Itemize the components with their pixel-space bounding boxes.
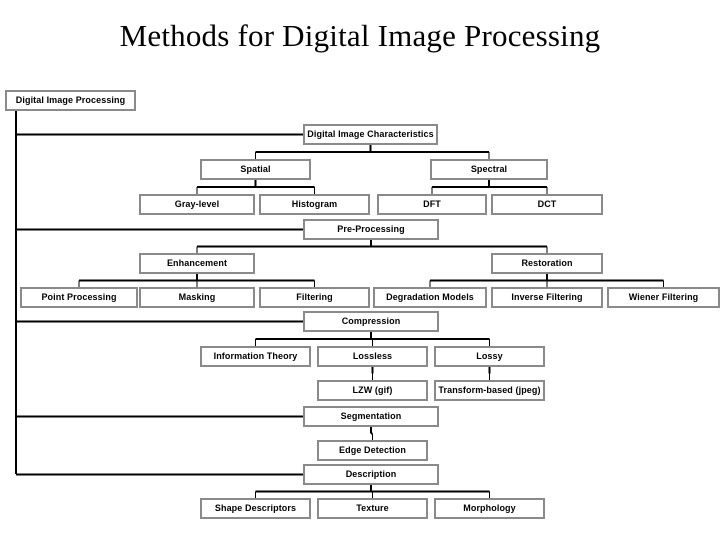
tree-node-label: Shape Descriptors <box>214 503 297 513</box>
tree-node-label: Enhancement <box>166 258 228 268</box>
tree-node-label: Segmentation <box>340 411 402 421</box>
tree-node-dct: DCT <box>491 194 603 215</box>
tree-node-label: Spatial <box>240 164 271 174</box>
tree-node-label: DFT <box>423 199 441 209</box>
tree-node-infotheory: Information Theory <box>200 346 311 367</box>
tree-node-dft: DFT <box>377 194 487 215</box>
tree-node-label: Filtering <box>296 292 333 302</box>
page-title: Methods for Digital Image Processing <box>119 18 601 53</box>
tree-node-label: Inverse Filtering <box>511 292 583 302</box>
tree-node-label: Information Theory <box>213 351 298 361</box>
tree-node-morphology: Morphology <box>434 498 545 519</box>
tree-node-label: Lossless <box>352 351 393 361</box>
tree-node-label: Texture <box>356 503 389 513</box>
tree-node-lossy: Lossy <box>434 346 545 367</box>
tree-node-label: Wiener Filtering <box>628 292 699 302</box>
tree-node-masking: Masking <box>139 287 255 308</box>
tree-node-segmentation: Segmentation <box>303 406 439 427</box>
tree-node-restoration: Restoration <box>491 253 603 274</box>
tree-node-wienerfilt: Wiener Filtering <box>607 287 720 308</box>
tree-node-spectral: Spectral <box>430 159 548 180</box>
tree-node-texture: Texture <box>317 498 428 519</box>
tree-node-label: Gray-level <box>174 199 220 209</box>
tree-node-edgedetect: Edge Detection <box>317 440 428 461</box>
tree-node-spatial: Spatial <box>200 159 311 180</box>
tree-node-lossless: Lossless <box>317 346 428 367</box>
tree-node-root: Digital Image Processing <box>5 90 136 111</box>
tree-node-label: Edge Detection <box>339 445 406 455</box>
tree-node-label: Pre-Processing <box>337 224 405 234</box>
tree-node-preproc: Pre-Processing <box>303 219 439 240</box>
tree-node-label: DCT <box>537 199 557 209</box>
tree-node-label: Spectral <box>470 164 508 174</box>
tree-node-label: Compression <box>341 316 401 326</box>
tree-node-label: Histogram <box>291 199 338 209</box>
tree-node-label: Masking <box>178 292 216 302</box>
tree-node-filtering: Filtering <box>259 287 370 308</box>
tree-node-dic: Digital Image Characteristics <box>303 124 438 145</box>
tree-node-label: Restoration <box>521 258 573 268</box>
tree-node-shapedesc: Shape Descriptors <box>200 498 311 519</box>
tree-node-description: Description <box>303 464 439 485</box>
tree-node-lzw: LZW (gif) <box>317 380 428 401</box>
tree-node-enhancement: Enhancement <box>139 253 255 274</box>
tree-node-histogram: Histogram <box>259 194 370 215</box>
tree-node-label: Description <box>345 469 397 479</box>
tree-node-label: Transform-based (jpeg) <box>438 385 541 395</box>
tree-node-label: Morphology <box>463 503 516 513</box>
tree-node-label: Degradation Models <box>386 292 474 302</box>
tree-node-label: Digital Image Processing <box>15 95 126 105</box>
tree-node-graylevel: Gray-level <box>139 194 255 215</box>
tree-node-pointproc: Point Processing <box>20 287 138 308</box>
tree-node-label: LZW (gif) <box>352 385 393 395</box>
tree-node-compression: Compression <box>303 311 439 332</box>
tree-node-degradation: Degradation Models <box>373 287 487 308</box>
tree-node-transform: Transform-based (jpeg) <box>434 380 545 401</box>
tree-node-label: Digital Image Characteristics <box>307 129 434 139</box>
tree-node-inversefilt: Inverse Filtering <box>491 287 603 308</box>
tree-node-label: Point Processing <box>41 292 117 302</box>
tree-node-label: Lossy <box>476 351 503 361</box>
